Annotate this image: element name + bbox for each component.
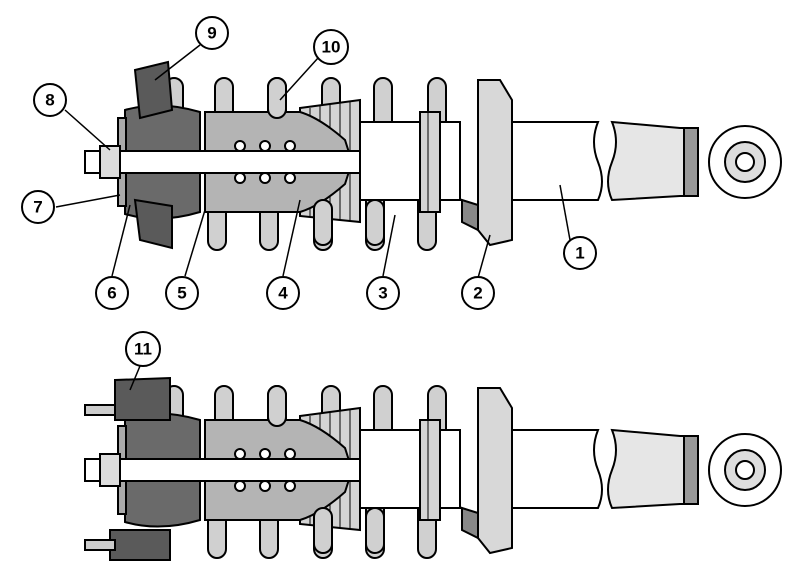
callout-5: 5 (165, 276, 199, 310)
svg-text:3: 3 (378, 284, 387, 303)
svg-text:7: 7 (33, 198, 42, 217)
callout-1: 1 (563, 236, 597, 270)
lower-bracket (133, 198, 173, 250)
upper-bracket (133, 60, 174, 120)
strut-assembly-bottom (84, 385, 782, 559)
callout-7: 7 (21, 190, 55, 224)
callout-2: 2 (461, 276, 495, 310)
callout-6: 6 (95, 276, 129, 310)
callout-4: 4 (266, 276, 300, 310)
svg-text:11: 11 (134, 340, 152, 359)
strut-assembly-top (84, 77, 782, 251)
callout-3: 3 (366, 276, 400, 310)
callout-8: 8 (33, 83, 67, 117)
svg-text:4: 4 (278, 284, 288, 303)
svg-text:8: 8 (45, 91, 54, 110)
leader-lines (55, 44, 571, 391)
stud-bolt (84, 404, 116, 416)
svg-text:5: 5 (177, 284, 186, 303)
svg-text:9: 9 (207, 24, 216, 43)
callout-9: 9 (195, 16, 229, 50)
svg-text:2: 2 (473, 284, 482, 303)
stud-bolt (84, 539, 116, 551)
svg-text:10: 10 (322, 38, 341, 57)
svg-text:1: 1 (575, 244, 584, 263)
svg-text:6: 6 (107, 284, 116, 303)
callout-10: 10 (313, 29, 349, 65)
callout-11: 11 (125, 331, 161, 367)
